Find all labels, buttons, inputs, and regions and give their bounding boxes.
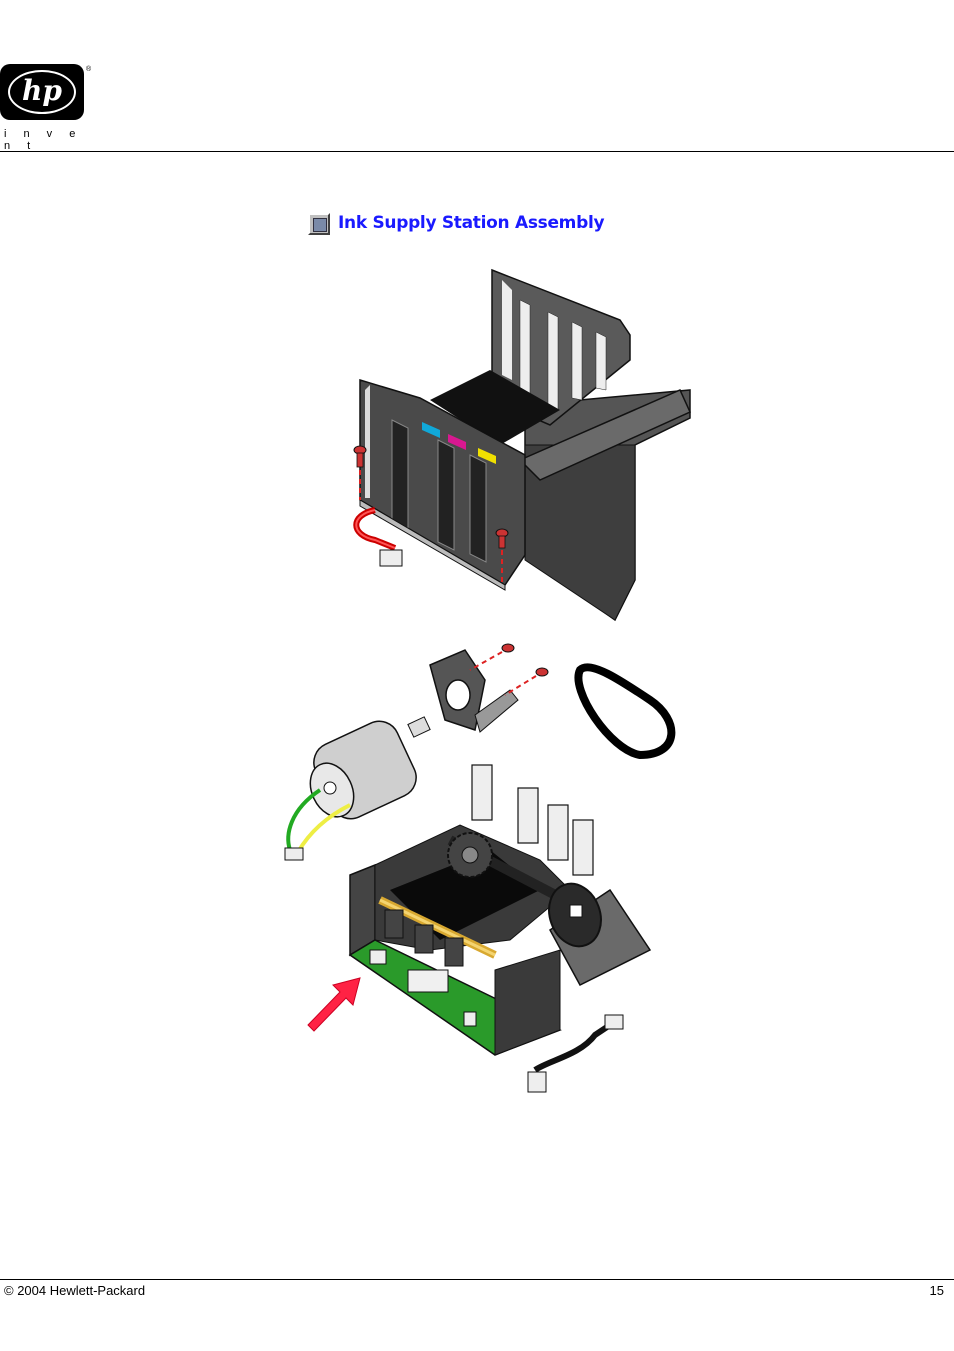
ink-supply-station-illustration xyxy=(284,268,691,1093)
screw-icon xyxy=(495,528,509,585)
hp-logo-badge: hp xyxy=(0,64,84,120)
footer-copyright: © 2004 Hewlett-Packard xyxy=(4,1283,146,1298)
window-icon xyxy=(308,213,330,235)
hp-logo: hp ® i n v e n t xyxy=(0,64,100,152)
page-number: 15 xyxy=(929,1283,944,1298)
motor xyxy=(284,716,431,861)
screw-icon xyxy=(469,643,515,671)
figure-title-text: Ink Supply Station Assembly xyxy=(338,213,605,233)
hp-logo-mark: hp xyxy=(8,70,76,114)
arrow-icon xyxy=(307,977,361,1032)
footer-rule xyxy=(0,1279,954,1280)
registered-mark: ® xyxy=(86,66,92,73)
drive-belt xyxy=(574,663,676,760)
header-rule xyxy=(0,151,954,152)
hp-logo-tagline: i n v e n t xyxy=(4,128,83,152)
bracket xyxy=(429,649,519,733)
screw-icon xyxy=(504,667,549,696)
screw-icon xyxy=(353,445,367,500)
